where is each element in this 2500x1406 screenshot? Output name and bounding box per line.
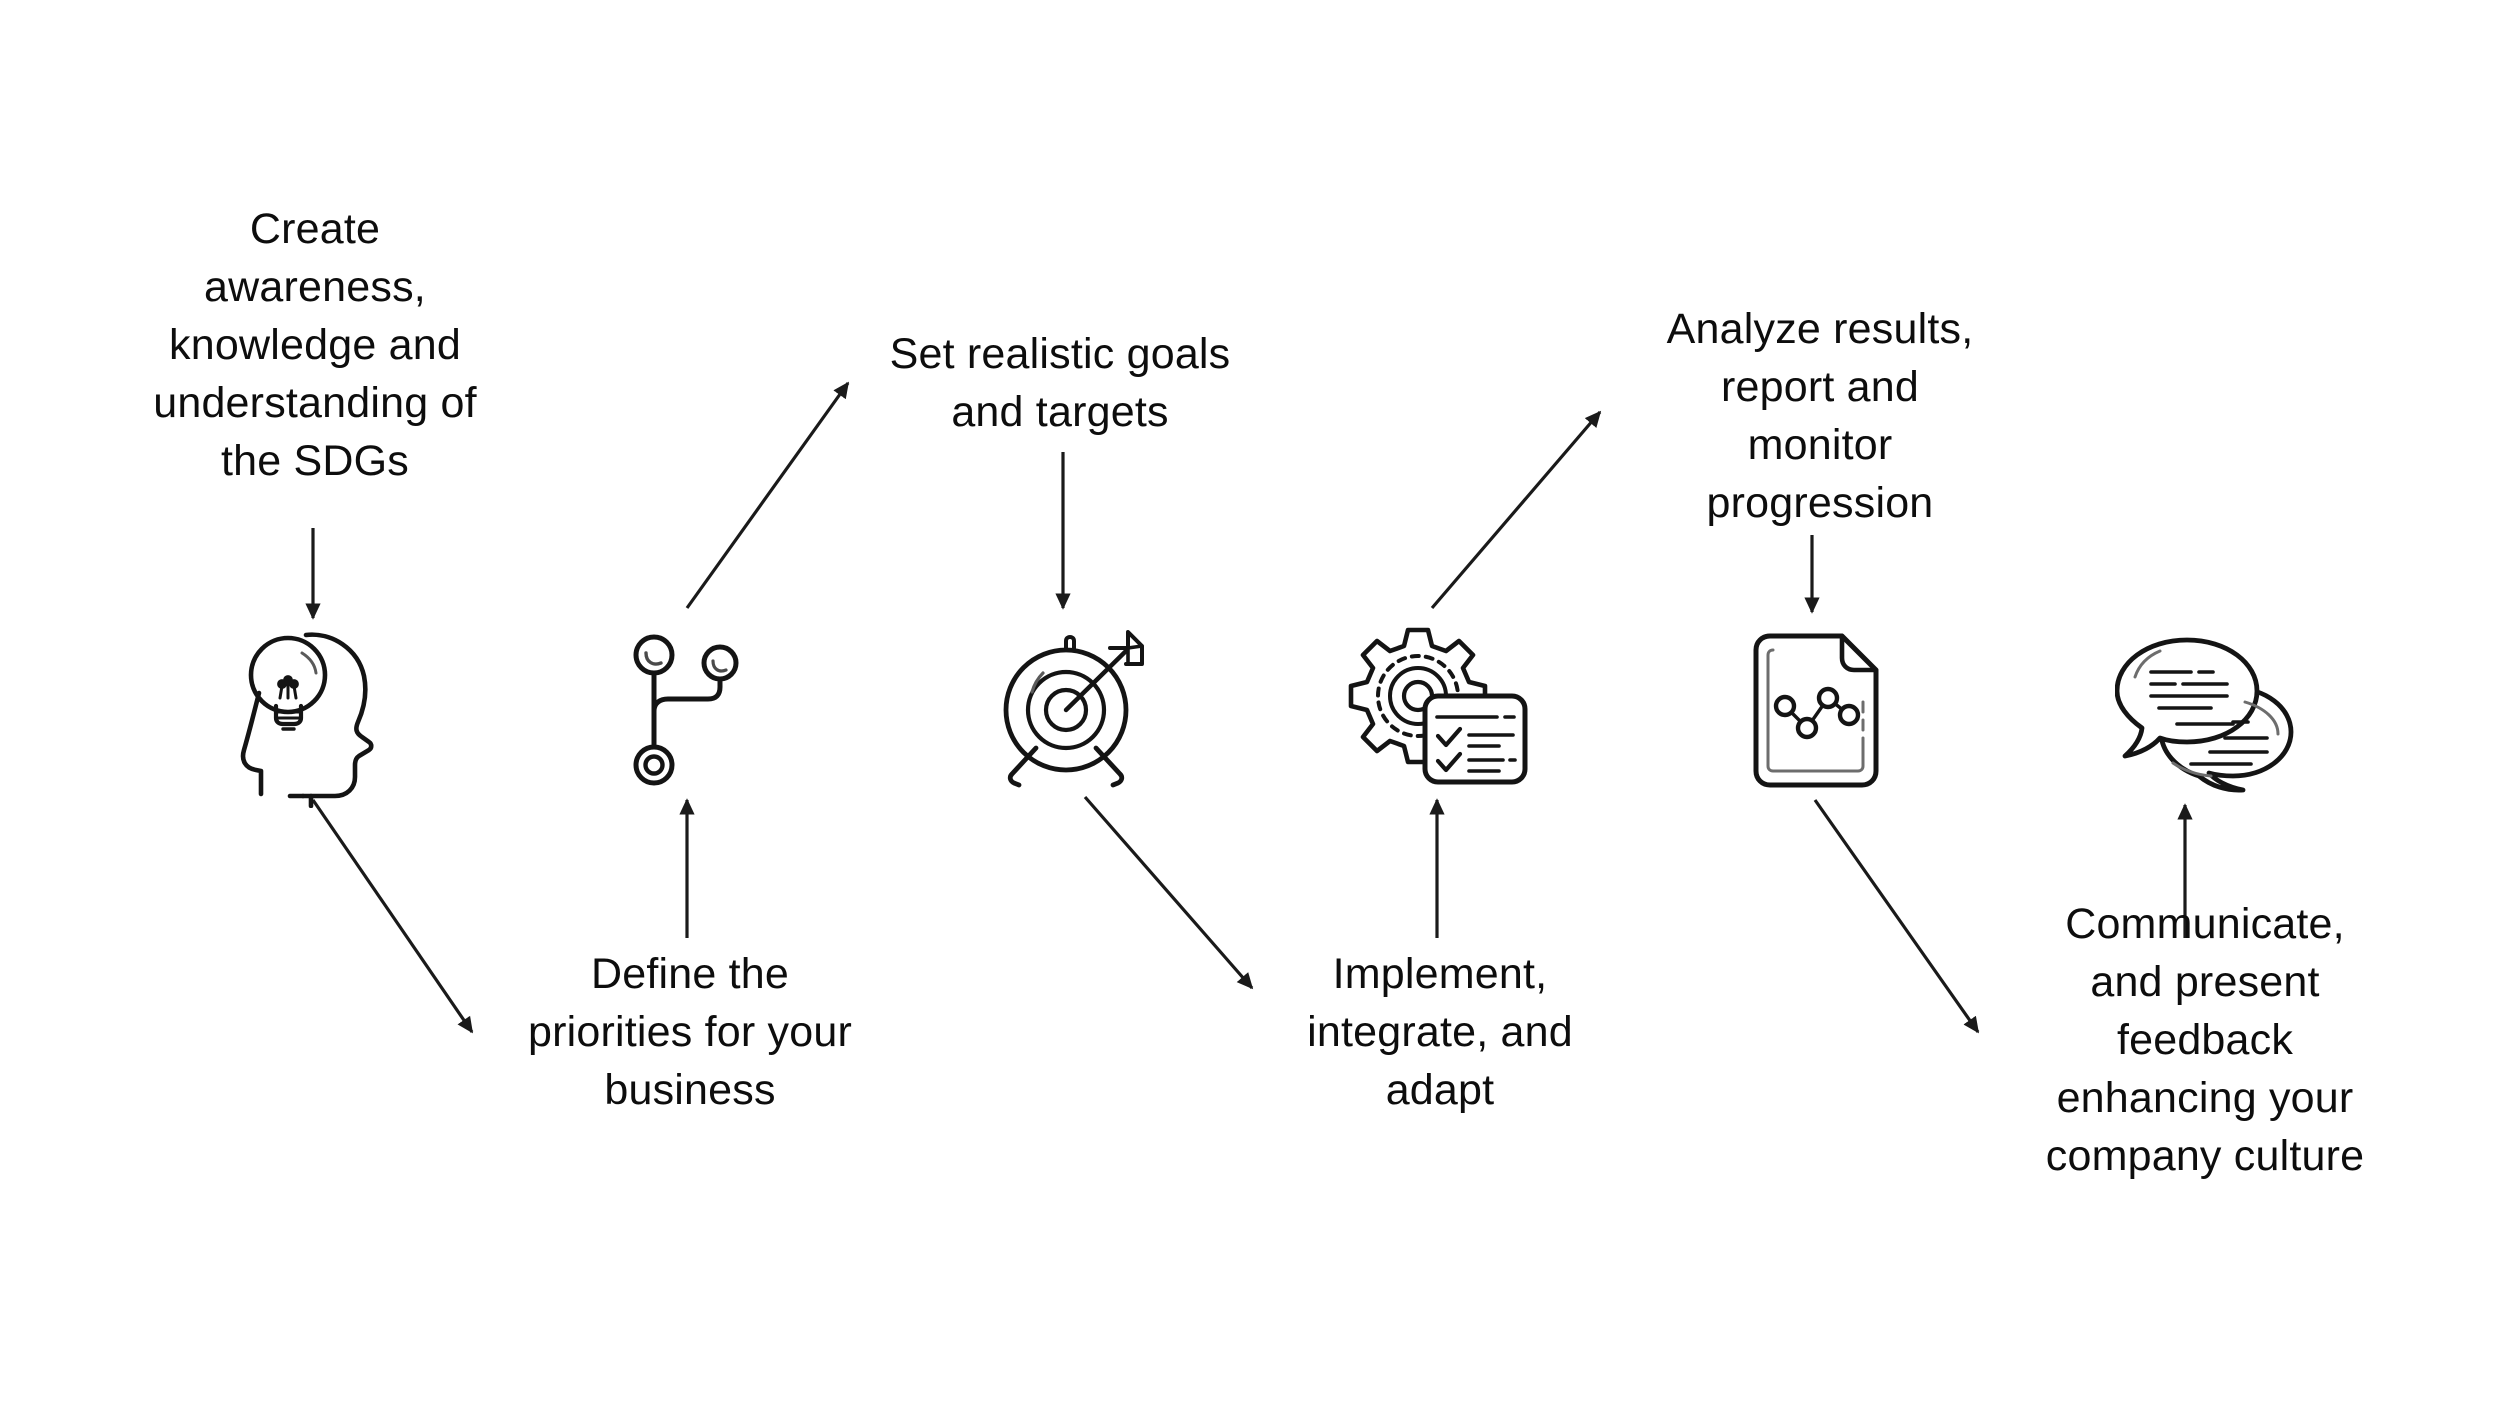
target-arrow-icon [992, 628, 1152, 798]
arrow-icon5-to-label6 [1813, 799, 1980, 1034]
step-4-label: Implement, integrate, and adapt [1307, 950, 1573, 1114]
step-6-label: Communicate, and present feedback enhanc… [2045, 900, 2365, 1180]
gear-checklist-icon [1333, 618, 1533, 803]
step-1-label: Create awareness, knowledge and understa… [153, 205, 477, 485]
document-chart-icon [1748, 618, 1898, 803]
step-3-label: Set realistic goals and targets [889, 330, 1231, 436]
step-5-label: Analyze results, report and monitor prog… [1666, 305, 1974, 527]
arrow-icon2-to-label3 [685, 381, 850, 609]
arrow-icon3-to-label4 [1083, 795, 1254, 990]
branch-nodes-icon [620, 625, 760, 795]
head-lightbulb-icon [228, 618, 398, 808]
arrow-icon4-to-label5 [1430, 410, 1602, 610]
step-2-label: Define the priorities for your business [527, 950, 852, 1114]
speech-bubbles-icon [2115, 630, 2305, 800]
arrow-icon1-to-label2 [311, 799, 474, 1034]
